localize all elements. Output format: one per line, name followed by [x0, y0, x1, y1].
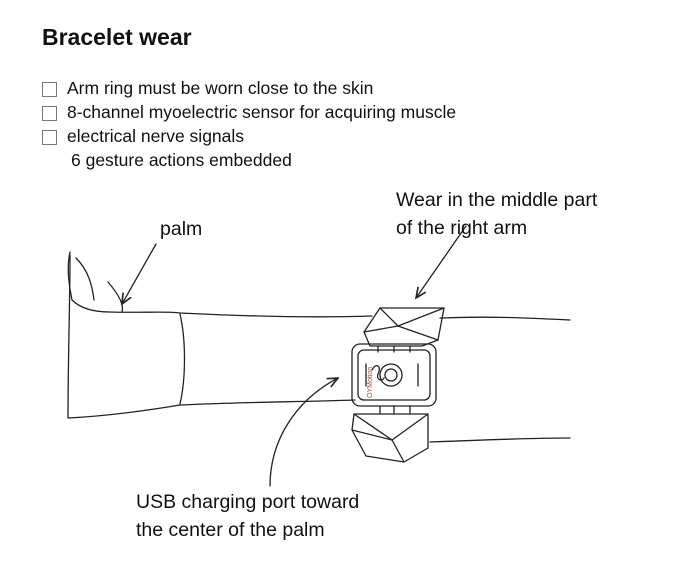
- wear-label-line: Wear in the middle part: [396, 189, 598, 211]
- feature-text: 6 gesture actions embedded: [71, 150, 292, 170]
- arm-outline: [67, 251, 373, 318]
- logo-mark: [371, 365, 385, 381]
- feature-item: 6 gesture actions embedded: [42, 148, 456, 172]
- bracelet-segment-top: [363, 307, 445, 347]
- page-title: Bracelet wear: [42, 24, 192, 50]
- arm-outline: [67, 254, 356, 419]
- feature-item: electrical nerve signals: [42, 124, 456, 148]
- usb-arrow: [269, 378, 338, 487]
- palm-label: palm: [160, 218, 203, 240]
- checkbox[interactable]: [42, 82, 57, 97]
- arm-outline: [439, 316, 571, 321]
- feature-item: 8-channel myoelectric sensor for acquiri…: [42, 100, 456, 124]
- wear-arrow: [416, 225, 467, 298]
- feature-text: electrical nerve signals: [67, 126, 245, 146]
- palm-edge: [107, 281, 124, 313]
- usb-label-line: USB charging port toward: [136, 491, 360, 513]
- feature-text: 8-channel myoelectric sensor for acquiri…: [67, 102, 457, 122]
- feature-list: Arm ring must be worn close to the skin …: [42, 76, 456, 172]
- usb-label: USB charging port toward the center of t…: [136, 488, 359, 544]
- feature-text: Arm ring must be worn close to the skin: [67, 78, 374, 98]
- wear-label-line: of the right arm: [396, 217, 528, 239]
- checkbox[interactable]: [42, 130, 57, 145]
- palm-edge: [75, 257, 95, 301]
- checkbox[interactable]: [42, 106, 57, 121]
- usb-label-line: the center of the palm: [136, 519, 325, 541]
- wrist-crease: [179, 313, 186, 405]
- palm-arrow: [122, 243, 157, 304]
- feature-item: Arm ring must be worn close to the skin: [42, 76, 456, 100]
- wear-label: Wear in the middle part of the right arm: [396, 186, 597, 242]
- bracelet-main-module: [351, 343, 437, 407]
- device-brand-label: OYMotion: [367, 367, 374, 398]
- power-ring-icon: [379, 363, 403, 387]
- arm-outline: [429, 437, 571, 443]
